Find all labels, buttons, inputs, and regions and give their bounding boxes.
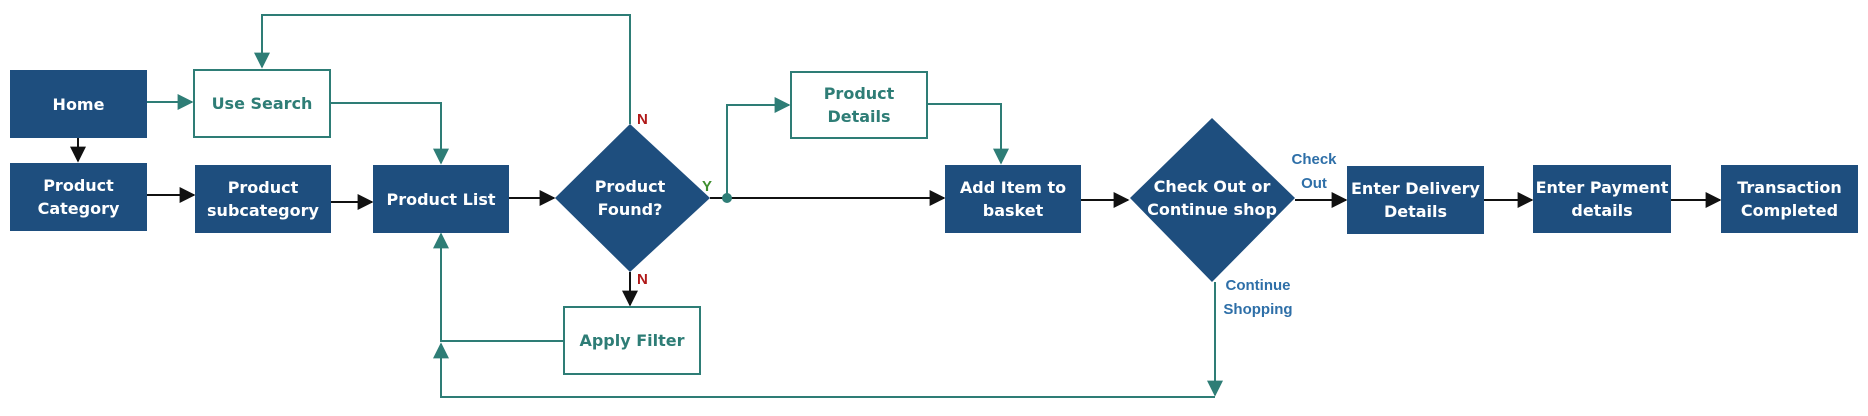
node-use-search: Use Search xyxy=(193,69,331,138)
node-product-subcategory: Product subcategory xyxy=(195,165,331,233)
label-no-bottom: N xyxy=(637,271,648,288)
node-transaction-completed: Transaction Completed xyxy=(1721,165,1858,233)
node-enter-payment: Enter Payment details xyxy=(1533,165,1671,233)
label-no-top: N xyxy=(637,111,648,128)
edge-yes-to-details xyxy=(726,97,791,198)
label-check-out: Check Out xyxy=(1291,151,1337,192)
label-yes: Y xyxy=(702,178,713,195)
edge-found-no-to-search xyxy=(254,14,631,124)
checkout-decision-diamond xyxy=(1130,118,1295,282)
label-continue-shopping: Continue Shopping xyxy=(1223,277,1293,318)
edge-details-to-add xyxy=(928,103,1009,165)
edge-search-to-list xyxy=(331,102,449,165)
node-enter-delivery: Enter Delivery Details xyxy=(1347,166,1484,234)
product-found-diamond xyxy=(555,124,710,272)
edge-continue-to-list xyxy=(433,342,1215,398)
node-apply-filter: Apply Filter xyxy=(563,306,701,375)
edge-filter-to-list xyxy=(433,232,563,342)
node-product-list: Product List xyxy=(373,165,509,233)
node-checkout-decision: Check Out or Continue shop xyxy=(1147,177,1277,219)
node-home: Home xyxy=(10,70,147,138)
node-product-found: Product Found? xyxy=(594,177,666,219)
node-add-item: Add Item to basket xyxy=(945,165,1081,233)
node-product-details: Product Details xyxy=(790,71,928,139)
node-product-category: Product Category xyxy=(10,163,147,231)
